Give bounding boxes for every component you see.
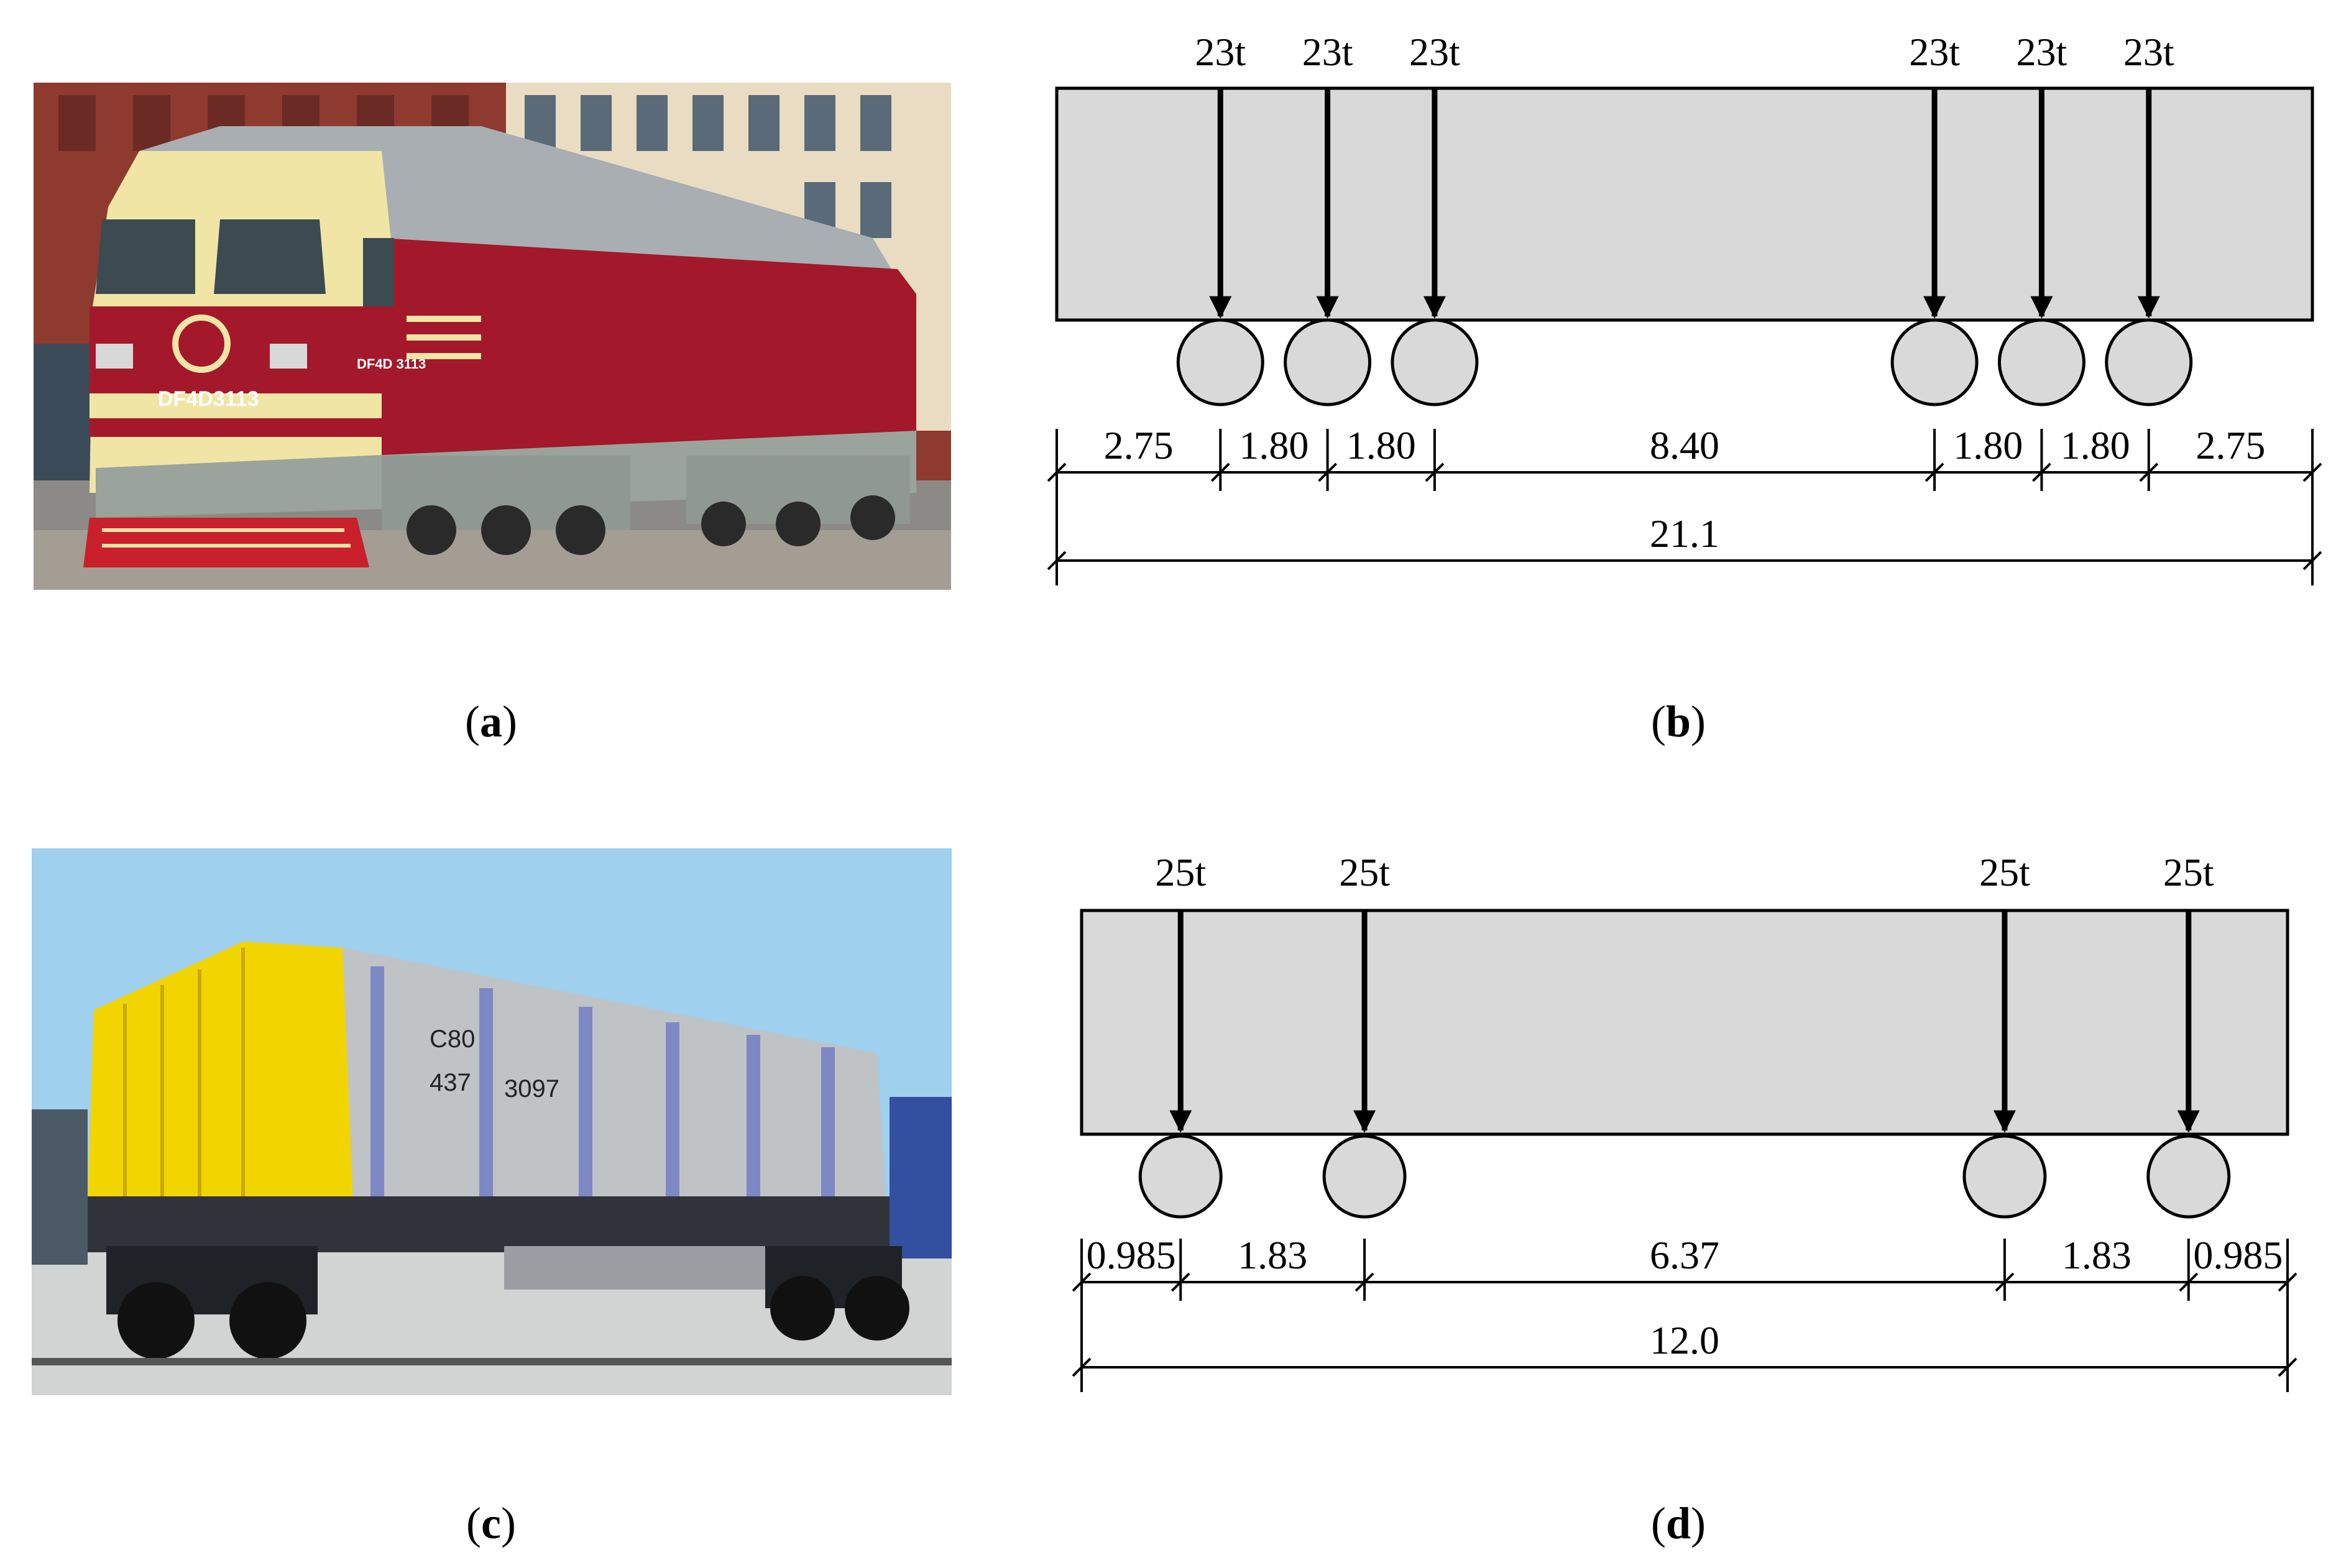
tick-mark xyxy=(1047,551,1067,571)
load-label: 23t xyxy=(1409,30,1460,74)
segment-label: 2.75 xyxy=(1104,423,1174,467)
locomotive-number-plate: DF4D3113 xyxy=(158,387,259,411)
load-label: 25t xyxy=(1979,850,2030,894)
load-label: 25t xyxy=(1339,850,1390,894)
locomotive-load-diagram: 23t 23t 23t 23t 23t 23t 2.75 1.80 1.80 8.40 1.80 1… xyxy=(1032,19,2331,603)
wagon-axle-loads: 25t 25t 25t 25t xyxy=(1155,850,2214,1133)
wheel xyxy=(1322,1134,1407,1219)
body-rectangle xyxy=(1055,86,2314,322)
total-label: 21.1 xyxy=(1650,511,1719,556)
wheel xyxy=(1962,1134,2047,1219)
load-label: 25t xyxy=(2163,850,2214,894)
tick-mark xyxy=(2278,1272,2297,1292)
wheel xyxy=(1890,318,1979,406)
segment-label: 1.80 xyxy=(1239,423,1308,467)
wagon-number: 3097 xyxy=(504,1075,559,1103)
segment-label: 0.985 xyxy=(2193,1233,2283,1277)
locomotive-photo: DF4D3113 DF4D 3113 xyxy=(34,83,951,590)
segment-label: 2.75 xyxy=(2196,423,2265,467)
wagon-load-diagram-svg: 25t 25t 25t 25t 0.985 1.83 6.37 1.83 0.985 12.0 xyxy=(1072,850,2297,1392)
locomotive-wheels xyxy=(1176,318,2193,406)
tick-mark xyxy=(2139,462,2159,482)
wagon-model-line1: C80 xyxy=(430,1025,475,1053)
freight-wagon-illustration: C80 437 3097 xyxy=(32,848,952,1395)
caption-c: (c) xyxy=(466,1498,516,1548)
tick-mark xyxy=(1072,1357,1092,1377)
segment-label: 0.985 xyxy=(1087,1233,1176,1277)
caption-b: (b) xyxy=(1650,697,1706,746)
caption-a: (a) xyxy=(465,697,517,746)
load-label: 23t xyxy=(1195,30,1246,74)
locomotive-axle-loads: 23t 23t 23t 23t 23t 23t xyxy=(1195,30,2174,319)
wagon-model-line2: 437 xyxy=(430,1069,471,1096)
segment-label: 1.83 xyxy=(1238,1233,1307,1277)
segment-label: 1.80 xyxy=(1953,423,2023,467)
tick-mark xyxy=(2031,462,2051,482)
body-rectangle xyxy=(1080,909,2289,1136)
locomotive-illustration: DF4D3113 DF4D 3113 xyxy=(34,83,951,590)
load-label: 23t xyxy=(1302,30,1353,74)
wagon-dimension-lines: 0.985 1.83 6.37 1.83 0.985 12.0 xyxy=(1072,1233,2297,1392)
tick-mark xyxy=(2302,462,2322,482)
tick-mark xyxy=(1210,462,1230,482)
wheel xyxy=(1284,318,1372,406)
load-label: 23t xyxy=(2017,30,2067,74)
locomotive-body-rect xyxy=(1055,86,2314,322)
locomotive-load-diagram-svg: 23t 23t 23t 23t 23t 23t 2.75 1.80 1.80 8.40 1.80 1… xyxy=(1047,30,2322,585)
wheel xyxy=(1391,318,1479,406)
tick-mark xyxy=(1425,462,1445,482)
load-label: 25t xyxy=(1155,850,1206,894)
wheel xyxy=(1176,318,1264,406)
segment-label: 8.40 xyxy=(1650,423,1719,467)
freight-wagon-photo: C80 437 3097 xyxy=(32,848,952,1395)
wheel xyxy=(2105,318,2193,406)
tick-mark xyxy=(1995,1272,2015,1292)
tick-mark xyxy=(2302,551,2322,571)
tick-mark xyxy=(1072,1272,1092,1292)
tick-mark xyxy=(1318,462,1338,482)
segment-label: 1.80 xyxy=(1346,423,1416,467)
total-label: 12.0 xyxy=(1650,1318,1719,1362)
wagon-body-rect xyxy=(1080,909,2289,1136)
tick-mark xyxy=(1170,1272,1190,1292)
wagon-load-diagram: 25t 25t 25t 25t 0.985 1.83 6.37 1.83 0.985 12.0 xyxy=(1057,839,2306,1398)
locomotive-dimension-lines: 2.75 1.80 1.80 8.40 1.80 1.80 2.75 21.1 xyxy=(1047,423,2322,585)
tick-mark xyxy=(1354,1272,1374,1292)
segment-label: 1.83 xyxy=(2062,1233,2132,1277)
tick-mark xyxy=(1925,462,1944,482)
tick-mark xyxy=(2179,1272,2199,1292)
wheel xyxy=(2146,1134,2231,1219)
segment-label: 1.80 xyxy=(2061,423,2130,467)
segment-label: 6.37 xyxy=(1650,1233,1719,1277)
caption-d: (d) xyxy=(1650,1498,1706,1548)
load-label: 23t xyxy=(2123,30,2174,74)
tick-mark xyxy=(2278,1357,2297,1377)
load-label: 23t xyxy=(1909,30,1960,74)
wheel xyxy=(1138,1134,1223,1219)
tick-mark xyxy=(1047,462,1067,482)
wagon-wheels xyxy=(1138,1134,2231,1219)
wheel xyxy=(1997,318,2086,406)
